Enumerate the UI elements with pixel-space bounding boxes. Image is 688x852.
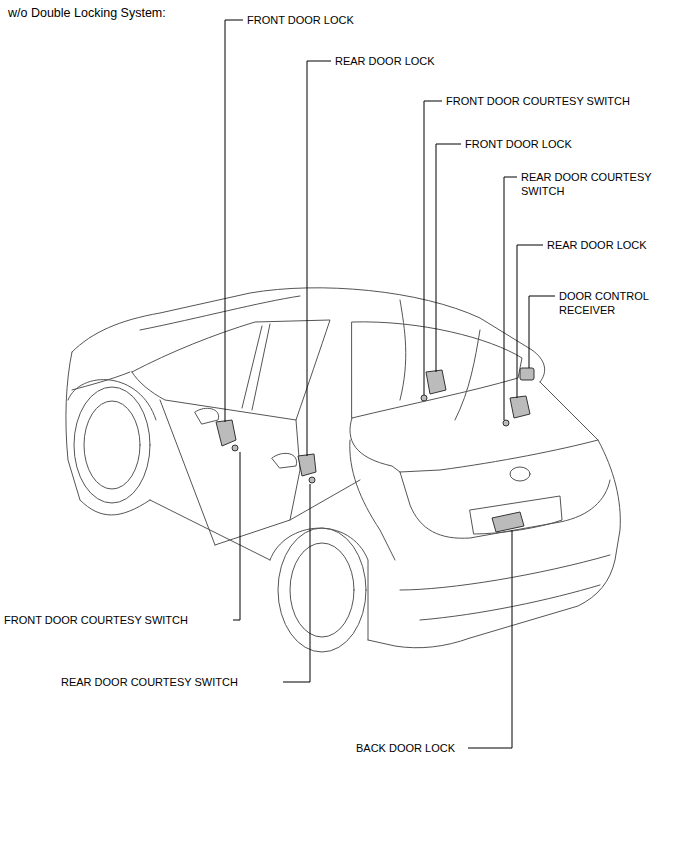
diagram-title: w/o Double Locking System: xyxy=(8,6,166,20)
leader-line xyxy=(529,296,555,368)
back-door-lock xyxy=(492,512,524,532)
door-lock xyxy=(510,396,530,418)
leader-line xyxy=(307,61,331,456)
courtesy-switch xyxy=(503,420,509,426)
leader-line xyxy=(233,452,240,620)
leader-line xyxy=(504,177,517,420)
leader-line xyxy=(436,144,461,372)
leader-line xyxy=(517,245,543,398)
part-label: DOOR CONTROL RECEIVER xyxy=(559,289,671,317)
door-lock xyxy=(298,454,316,476)
leader-line xyxy=(283,484,310,682)
part-label: FRONT DOOR LOCK xyxy=(247,13,354,27)
leader-line xyxy=(468,530,512,748)
courtesy-switch xyxy=(232,445,238,451)
part-label: FRONT DOOR LOCK xyxy=(465,137,572,151)
part-label: BACK DOOR LOCK xyxy=(356,741,455,755)
door-lock xyxy=(216,420,236,446)
part-label: REAR DOOR LOCK xyxy=(547,238,647,252)
part-label: FRONT DOOR COURTESY SWITCH xyxy=(446,94,630,108)
part-label: REAR DOOR COURTESY SWITCH xyxy=(521,170,671,198)
leader-line xyxy=(225,20,243,422)
part-label: REAR DOOR COURTESY SWITCH xyxy=(61,675,238,689)
part-label: REAR DOOR LOCK xyxy=(335,54,435,68)
part-label: FRONT DOOR COURTESY SWITCH xyxy=(4,613,188,627)
door-control-receiver xyxy=(520,368,534,380)
leader-line xyxy=(424,101,442,395)
courtesy-switch xyxy=(309,477,315,483)
door-lock xyxy=(426,370,446,394)
courtesy-switch xyxy=(421,395,427,401)
